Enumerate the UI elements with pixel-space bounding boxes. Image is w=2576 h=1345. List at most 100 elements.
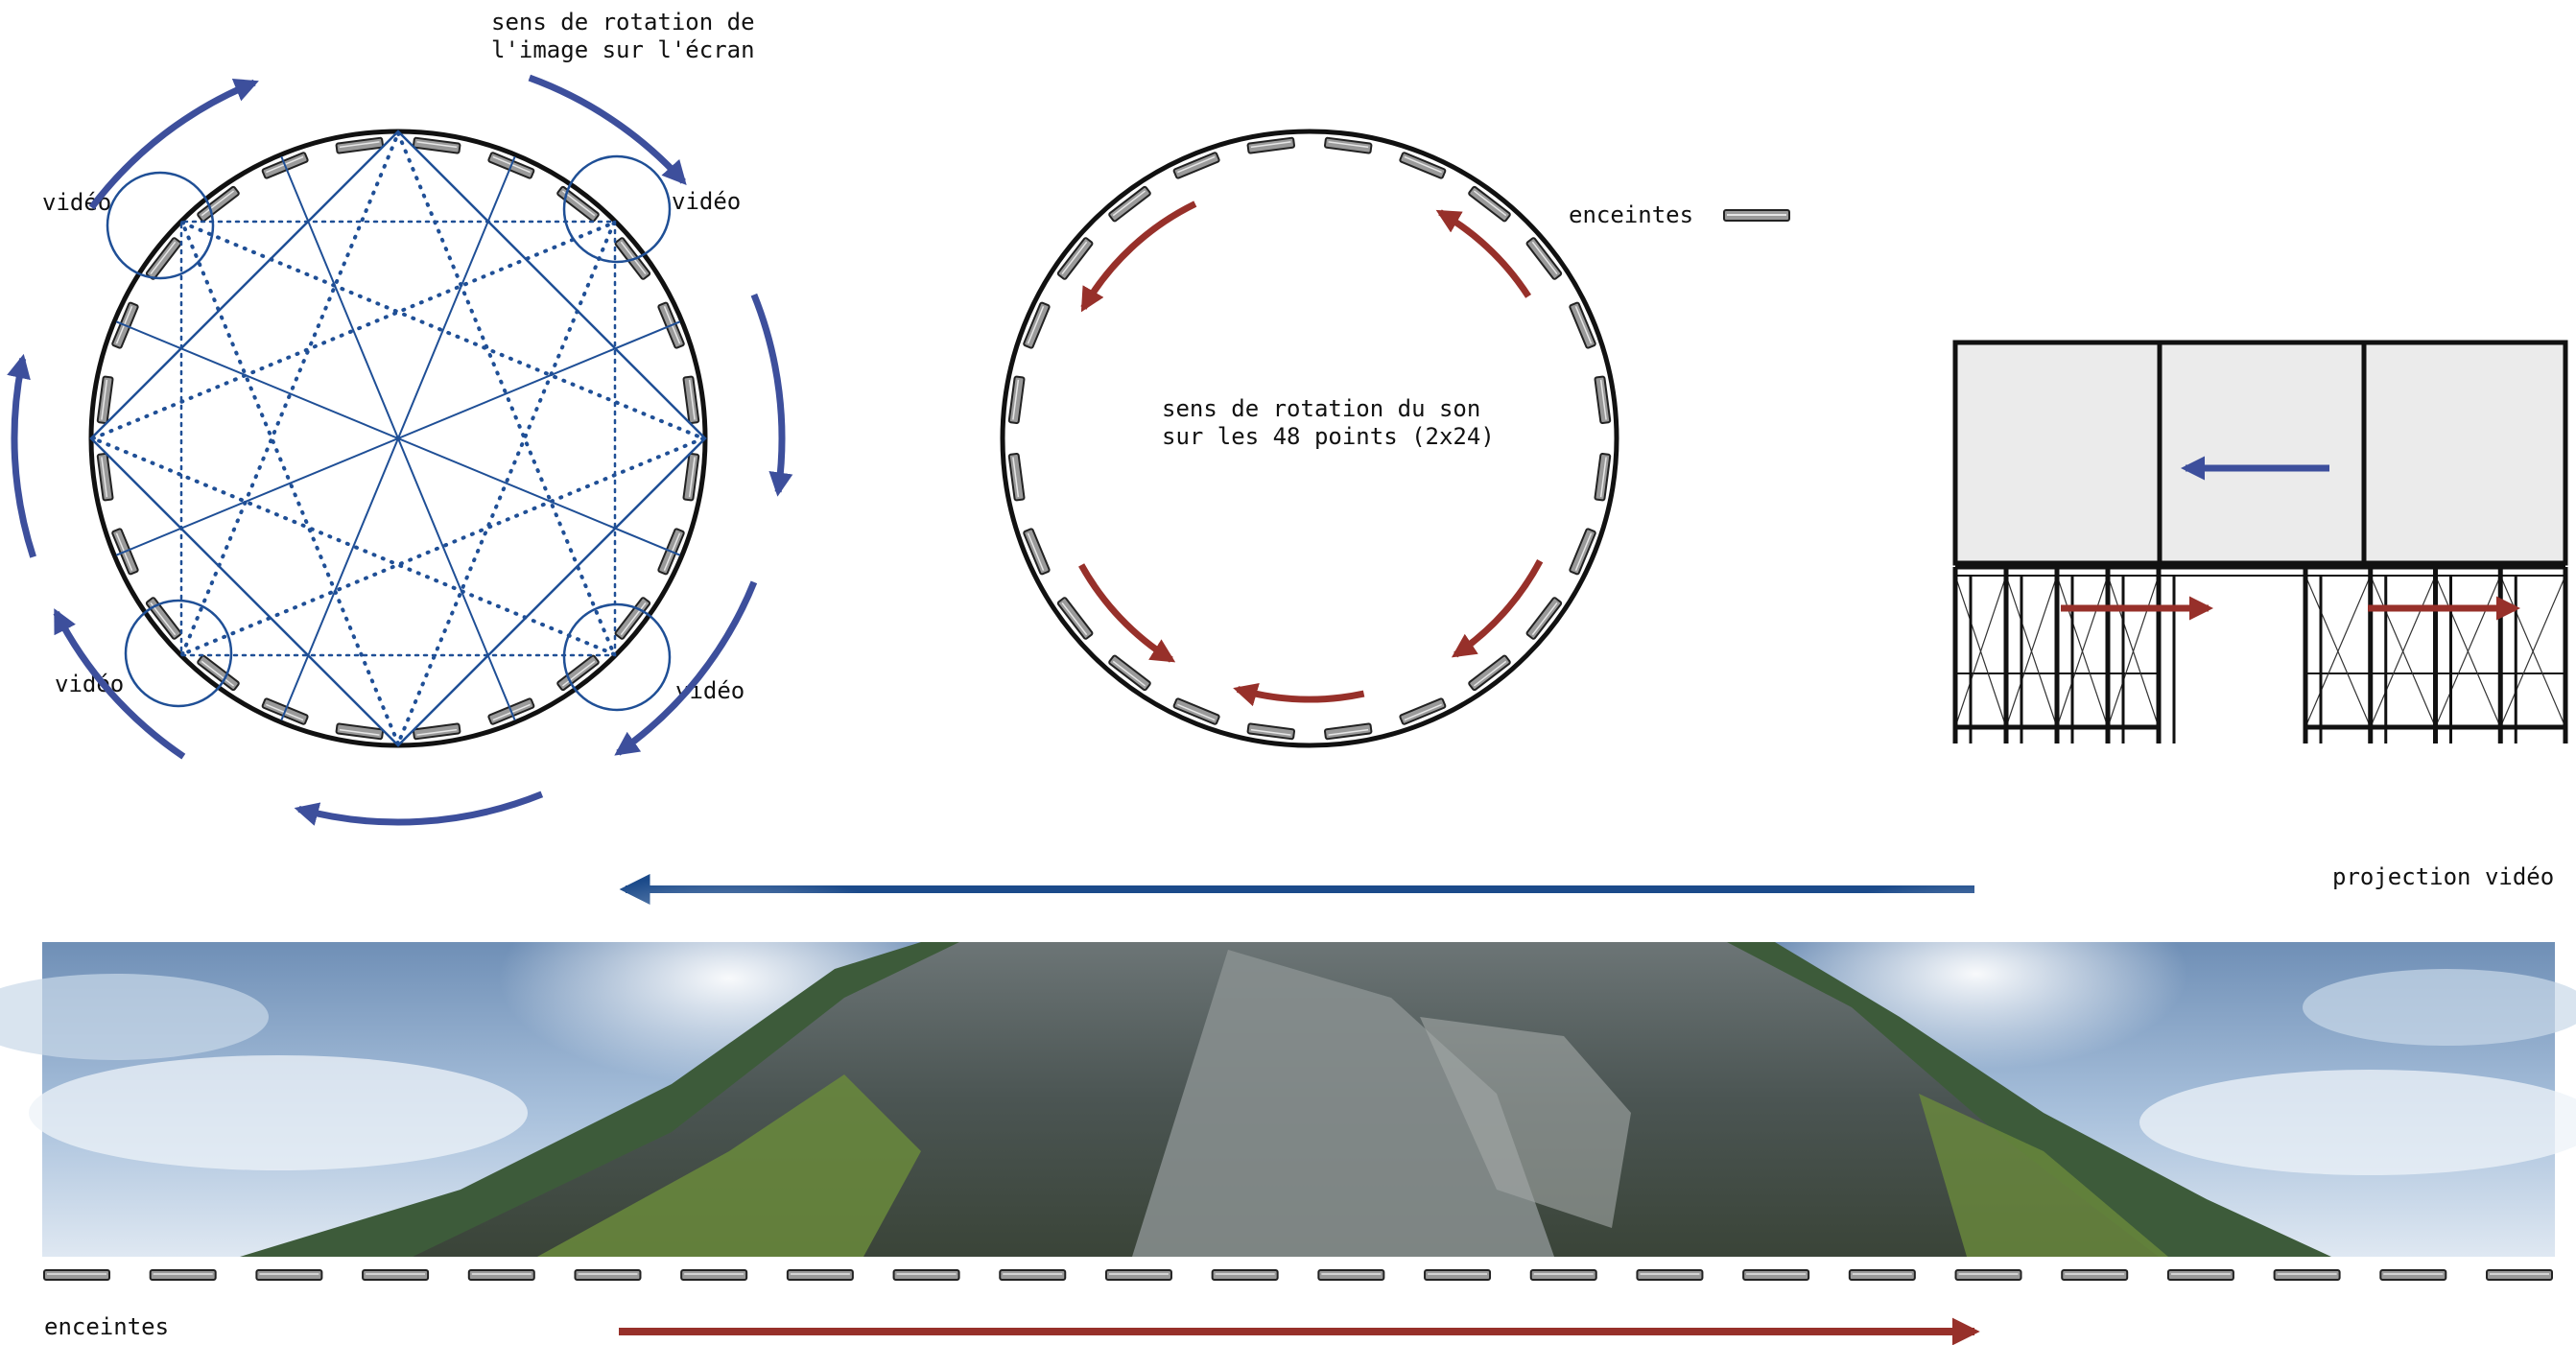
speaker xyxy=(96,452,114,502)
sound-circle xyxy=(1000,129,1619,748)
speaker xyxy=(1323,722,1373,741)
speaker xyxy=(1104,1269,1172,1281)
speaker xyxy=(786,1269,854,1281)
sound-rotation-diagram: sens de rotation du son sur les 48 point… xyxy=(1000,129,1790,748)
rotation-arrow xyxy=(294,790,544,826)
speaker xyxy=(1636,1269,1704,1281)
speaker xyxy=(1529,1269,1597,1281)
speaker xyxy=(682,452,700,502)
rotation-arrow xyxy=(88,78,259,210)
speaker xyxy=(1954,1269,2022,1281)
speaker xyxy=(1108,654,1151,692)
rotation-arrow xyxy=(614,580,758,756)
speaker xyxy=(892,1269,960,1281)
speaker xyxy=(335,722,385,741)
image-rotation-diagram: sens de rotation de l'image sur l'écran … xyxy=(7,9,793,826)
speaker xyxy=(1172,697,1220,725)
image-rotation-label: sens de rotation de xyxy=(491,9,755,35)
speaker xyxy=(1211,1269,1279,1281)
sound-arrow xyxy=(1435,209,1532,298)
video-projector-se xyxy=(562,602,672,712)
speaker-legend-icon xyxy=(1723,209,1790,222)
speaker xyxy=(680,1269,748,1281)
video-label-ne: vidéo xyxy=(672,188,741,215)
speaker xyxy=(1108,185,1151,223)
speaker xyxy=(1569,528,1596,576)
video-projector-nw xyxy=(106,171,215,280)
speaker xyxy=(2166,1269,2234,1281)
speaker xyxy=(1594,375,1612,425)
speaker xyxy=(1007,375,1026,425)
video-projector-ne xyxy=(562,154,672,264)
speaker xyxy=(2061,1269,2129,1281)
speaker-ring-sound xyxy=(1007,136,1612,741)
sound-arrow xyxy=(1078,563,1176,663)
speaker xyxy=(1317,1269,1385,1281)
video-projector-sw xyxy=(124,599,233,708)
sound-arrow xyxy=(1233,682,1365,707)
scaffolding xyxy=(1952,564,2568,743)
speaker xyxy=(1468,185,1511,223)
rotation-arrow xyxy=(53,608,186,760)
speaker xyxy=(197,185,240,223)
speaker xyxy=(2273,1269,2341,1281)
screen-panel-left xyxy=(1952,340,2162,566)
image-rotation-label-line2: l'image sur l'écran xyxy=(491,36,755,63)
speaker xyxy=(1594,452,1612,502)
speakers-row-label: enceintes xyxy=(44,1313,169,1340)
speakers-legend-label: enceintes xyxy=(1569,201,1693,228)
speaker xyxy=(574,1269,642,1281)
speaker xyxy=(1399,152,1447,179)
projection-rays xyxy=(89,130,707,747)
rotation-arrow xyxy=(750,293,793,497)
speaker xyxy=(682,375,700,425)
speaker xyxy=(1742,1269,1810,1281)
screen-panel-center xyxy=(2157,340,2367,566)
speaker xyxy=(2379,1269,2447,1281)
speaker xyxy=(556,654,600,692)
speaker xyxy=(1848,1269,1916,1281)
speaker xyxy=(467,1269,535,1281)
speaker-row xyxy=(43,1269,2553,1281)
elevation-diagram xyxy=(1952,340,2568,743)
speaker xyxy=(1246,136,1296,154)
speaker xyxy=(1424,1269,1492,1281)
sound-arrow xyxy=(1451,559,1544,658)
projection-solid-star xyxy=(115,155,681,721)
speaker xyxy=(556,185,600,223)
rotation-arrow xyxy=(7,353,36,558)
speaker xyxy=(2486,1269,2553,1281)
speaker xyxy=(1246,722,1296,741)
speaker xyxy=(1525,597,1563,640)
speaker xyxy=(412,722,461,741)
speaker xyxy=(412,136,461,154)
sound-rotation-label-line2: sur les 48 points (2x24) xyxy=(1162,423,1495,450)
speaker xyxy=(1056,237,1094,280)
speaker xyxy=(1056,597,1094,640)
speaker xyxy=(999,1269,1067,1281)
sound-rotation-arrows xyxy=(1078,201,1544,707)
speaker xyxy=(1323,136,1373,154)
projection-strip-section: projection vidéo enceintes xyxy=(0,863,2576,1345)
image-rotation-arrows xyxy=(7,74,793,826)
speaker xyxy=(96,375,114,425)
speaker xyxy=(145,597,182,640)
sound-arrow xyxy=(1080,201,1197,313)
screen-panel-right xyxy=(2361,340,2568,566)
projection-label: projection vidéo xyxy=(2332,863,2554,890)
speaker xyxy=(362,1269,430,1281)
speaker xyxy=(149,1269,217,1281)
speaker xyxy=(1007,452,1026,502)
speaker xyxy=(614,597,651,640)
speaker xyxy=(255,1269,323,1281)
speaker xyxy=(1525,237,1563,280)
speaker xyxy=(1399,697,1447,725)
speaker xyxy=(1023,301,1051,349)
rotation-arrow xyxy=(528,74,687,186)
projection-square-a xyxy=(89,130,707,747)
speaker xyxy=(197,654,240,692)
speaker xyxy=(1023,528,1051,576)
panorama-image xyxy=(0,873,2576,1257)
sound-rotation-label: sens de rotation du son xyxy=(1162,395,1480,422)
